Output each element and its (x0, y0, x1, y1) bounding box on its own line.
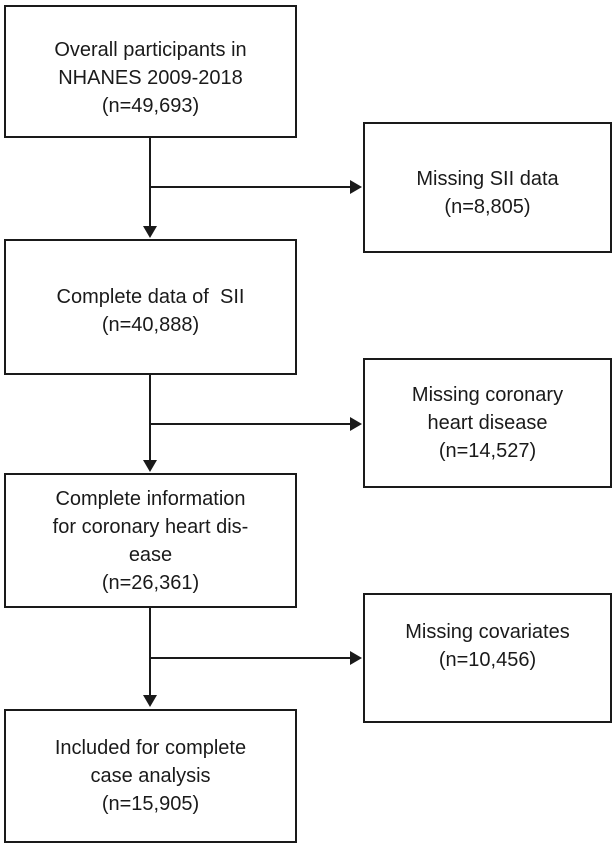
box-text-line: heart disease (427, 412, 548, 434)
box-text-line: (n=10,456) (438, 649, 537, 671)
box-text-line: Complete information (55, 487, 246, 510)
arrow-down-icon (143, 460, 157, 472)
arrow-right-icon (350, 417, 362, 431)
connector-horizontal-line-1 (150, 186, 351, 188)
box-text-line: Missing coronary (411, 384, 564, 406)
box-text-line: Overall participants in (54, 38, 247, 61)
box-text-line: (n=49,693) (101, 94, 200, 117)
arrow-down-icon (143, 695, 157, 707)
connector-vertical-line-2 (149, 374, 151, 462)
arrow-right-icon (350, 651, 362, 665)
arrow-right-icon (350, 180, 362, 194)
box-text-line: (n=15,905) (101, 793, 200, 815)
box-text-line: ease (128, 543, 173, 566)
box-text-line: case analysis (90, 765, 211, 787)
box-text-line: Included for complete (54, 737, 247, 759)
connector-horizontal-line-3 (150, 657, 351, 659)
flow-box-missing-covariates: Missing covariates (n=10,456) (363, 593, 612, 723)
box-text-line: (n=8,805) (444, 195, 531, 218)
flow-box-complete-chd-information: Complete information for coronary heart … (4, 473, 297, 608)
box-text-line: Missing SII data (416, 167, 559, 190)
box-text-line: NHANES 2009-2018 (58, 66, 243, 89)
box-text-line: (n=40,888) (101, 314, 200, 336)
box-text-line: Missing covariates (405, 621, 570, 643)
flow-box-overall-participants: Overall participants in NHANES 2009-2018… (4, 5, 297, 138)
connector-vertical-line-1 (149, 137, 151, 227)
flow-box-included-complete-case: Included for complete case analysis (n=1… (4, 709, 297, 843)
flow-box-missing-sii-data: Missing SII data (n=8,805) (363, 122, 612, 253)
arrow-down-icon (143, 226, 157, 238)
connector-vertical-line-3 (149, 607, 151, 696)
box-text-line: Complete data of SII (56, 286, 245, 308)
box-text-line: (n=26,361) (101, 571, 200, 594)
flow-box-missing-coronary-heart-disease: Missing coronary heart disease (n=14,527… (363, 358, 612, 488)
box-text-line: for coronary heart dis- (52, 515, 249, 538)
connector-horizontal-line-2 (150, 423, 351, 425)
box-text-line: (n=14,527) (438, 440, 537, 462)
flow-box-complete-sii-data: Complete data of SII (n=40,888) (4, 239, 297, 375)
